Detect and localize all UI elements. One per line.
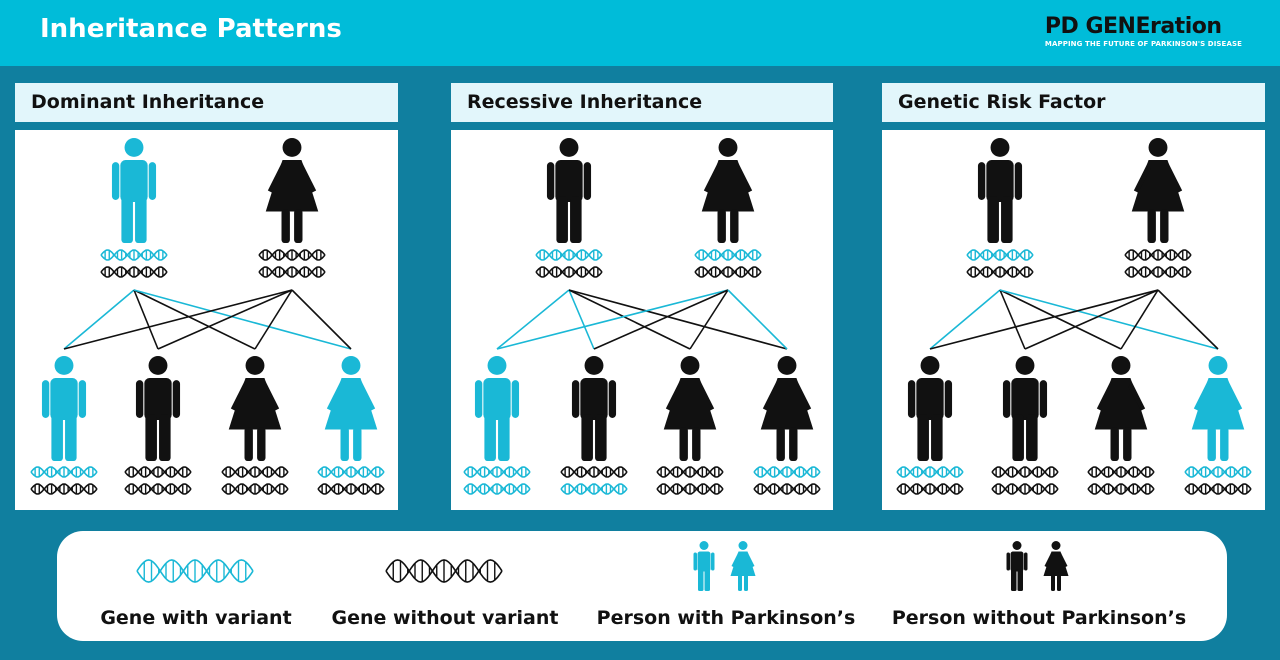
panel-title-dominant: Dominant Inheritance <box>15 83 398 122</box>
dominant-parent-2-top-gene <box>258 249 326 261</box>
recessive-parent-2-figure <box>701 138 755 243</box>
recessive-child-3-bottom-gene <box>656 483 724 495</box>
panel-risk-factor <box>882 130 1265 510</box>
recessive-child-4-figure <box>760 356 814 461</box>
dominant-parent-1-figure <box>111 138 157 243</box>
panel-dominant <box>15 130 398 510</box>
recessive-parent-2-bottom-gene <box>694 266 762 278</box>
recessive-parent-1-figure <box>546 138 592 243</box>
recessive-child-1-figure <box>474 356 520 461</box>
recessive-parent-2-top-gene <box>694 249 762 261</box>
risk-factor-child-2-bottom-gene <box>991 483 1059 495</box>
risk-factor-child-3-top-gene <box>1087 466 1155 478</box>
gene-with-variant-icon <box>136 559 254 583</box>
risk-factor-child-3-bottom-gene <box>1087 483 1155 495</box>
recessive-child-2-figure <box>571 356 617 461</box>
risk-factor-parent-1-figure <box>977 138 1023 243</box>
gene-without-variant-icon <box>385 559 503 583</box>
legend-label-person-without-pd: Person without Parkinson’s <box>891 607 1187 629</box>
dominant-child-2-top-gene <box>124 466 192 478</box>
recessive-child-3-top-gene <box>656 466 724 478</box>
dominant-child-1-top-gene <box>30 466 98 478</box>
risk-factor-child-1-bottom-gene <box>896 483 964 495</box>
risk-factor-child-4-top-gene <box>1184 466 1252 478</box>
person-with-pd-male-icon <box>693 541 715 591</box>
risk-factor-parent-1-bottom-gene <box>966 266 1034 278</box>
recessive-child-4-bottom-gene <box>753 483 821 495</box>
legend-label-person-with-pd: Person with Parkinson’s <box>596 607 856 629</box>
dominant-parent-2-bottom-gene <box>258 266 326 278</box>
dominant-child-3-top-gene <box>221 466 289 478</box>
dominant-parent-1-top-gene <box>100 249 168 261</box>
panel-recessive <box>451 130 833 510</box>
risk-factor-child-1-top-gene <box>896 466 964 478</box>
dominant-child-3-bottom-gene <box>221 483 289 495</box>
dominant-child-1-bottom-gene <box>30 483 98 495</box>
panel-title-risk-factor: Genetic Risk Factor <box>882 83 1265 122</box>
dominant-child-1-figure <box>41 356 87 461</box>
recessive-child-3-figure <box>663 356 717 461</box>
risk-factor-child-4-figure <box>1191 356 1245 461</box>
recessive-child-4-top-gene <box>753 466 821 478</box>
recessive-parent-1-top-gene <box>535 249 603 261</box>
dominant-child-3-figure <box>228 356 282 461</box>
brand-logo: PD GENEration MAPPING THE FUTURE OF PARK… <box>1045 14 1242 48</box>
person-with-pd-female-icon <box>730 541 756 591</box>
recessive-child-1-top-gene <box>463 466 531 478</box>
risk-factor-child-4-bottom-gene <box>1184 483 1252 495</box>
risk-factor-child-2-figure <box>1002 356 1048 461</box>
recessive-child-1-bottom-gene <box>463 483 531 495</box>
risk-factor-child-3-figure <box>1094 356 1148 461</box>
brand-name: PD GENEration <box>1044 14 1222 39</box>
dominant-child-4-figure <box>324 356 378 461</box>
panel-title-recessive: Recessive Inheritance <box>451 83 833 122</box>
risk-factor-parent-2-bottom-gene <box>1124 266 1192 278</box>
brand-tagline: MAPPING THE FUTURE OF PARKINSON'S DISEAS… <box>1044 40 1242 48</box>
page-title: Inheritance Patterns <box>40 14 342 44</box>
recessive-child-2-bottom-gene <box>560 483 628 495</box>
risk-factor-parent-2-top-gene <box>1124 249 1192 261</box>
risk-factor-parent-1-top-gene <box>966 249 1034 261</box>
legend-label-gene-without-variant: Gene without variant <box>331 607 559 629</box>
dominant-child-4-top-gene <box>317 466 385 478</box>
dominant-child-2-figure <box>135 356 181 461</box>
legend <box>57 531 1227 641</box>
risk-factor-child-2-top-gene <box>991 466 1059 478</box>
dominant-child-4-bottom-gene <box>317 483 385 495</box>
risk-factor-child-1-figure <box>907 356 953 461</box>
dominant-child-2-bottom-gene <box>124 483 192 495</box>
recessive-parent-1-bottom-gene <box>535 266 603 278</box>
dominant-parent-2-figure <box>265 138 319 243</box>
dominant-parent-1-bottom-gene <box>100 266 168 278</box>
person-without-pd-female-icon <box>1043 541 1069 591</box>
risk-factor-parent-2-figure <box>1131 138 1185 243</box>
legend-label-gene-with-variant: Gene with variant <box>100 607 292 629</box>
recessive-child-2-top-gene <box>560 466 628 478</box>
person-without-pd-male-icon <box>1006 541 1028 591</box>
header-bar: Inheritance Patterns PD GENEration MAPPI… <box>0 0 1280 66</box>
